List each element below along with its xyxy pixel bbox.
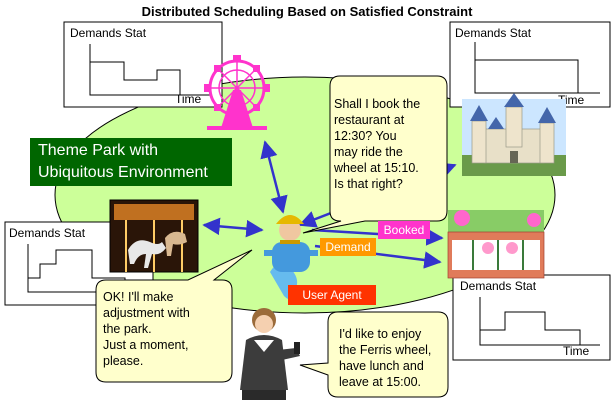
ferris-wheel-icon — [204, 55, 270, 130]
castle-icon — [462, 93, 566, 176]
diagram-title: Distributed Scheduling Based on Satisfie… — [142, 4, 473, 19]
stat-label: Demands Stat — [460, 279, 537, 293]
booked-tag: Booked — [378, 221, 430, 239]
user-agent-tag: User Agent — [288, 285, 376, 305]
arrow-carousel-agent — [202, 217, 264, 238]
stat-label: Demands Stat — [70, 26, 147, 40]
stat-chart-right-bottom: Demands Stat Time — [452, 274, 611, 361]
speech-bubble-park-reply — [95, 249, 253, 383]
time-axis-label: Time — [563, 344, 590, 358]
stat-label: Demands Stat — [9, 226, 86, 240]
stat-chart-left-top: Demands Stat Time — [63, 21, 223, 108]
restaurant-icon — [447, 210, 545, 279]
time-axis-label: Time — [175, 92, 202, 106]
demand-tag: Demand — [320, 238, 376, 256]
speech-bubble-agent-question — [302, 75, 448, 234]
park-label: Theme Park with Ubiquitous Environment — [30, 138, 232, 186]
speech-bubble-user-request — [299, 311, 449, 398]
businesswoman-icon — [240, 308, 300, 400]
user-request-text: I'd like to enjoy the Ferris wheel, have… — [339, 327, 432, 389]
stat-chart-right-top: Demands Stat Time — [449, 21, 611, 108]
park-reply-text: OK! I'll make adjustment with the park. … — [103, 290, 190, 368]
carousel-icon — [109, 199, 199, 273]
stat-label: Demands Stat — [455, 26, 532, 40]
arrow-ferris-agent — [260, 140, 288, 214]
agent-question-text: Shall I book the restaurant at 12:30? Yo… — [334, 97, 421, 191]
